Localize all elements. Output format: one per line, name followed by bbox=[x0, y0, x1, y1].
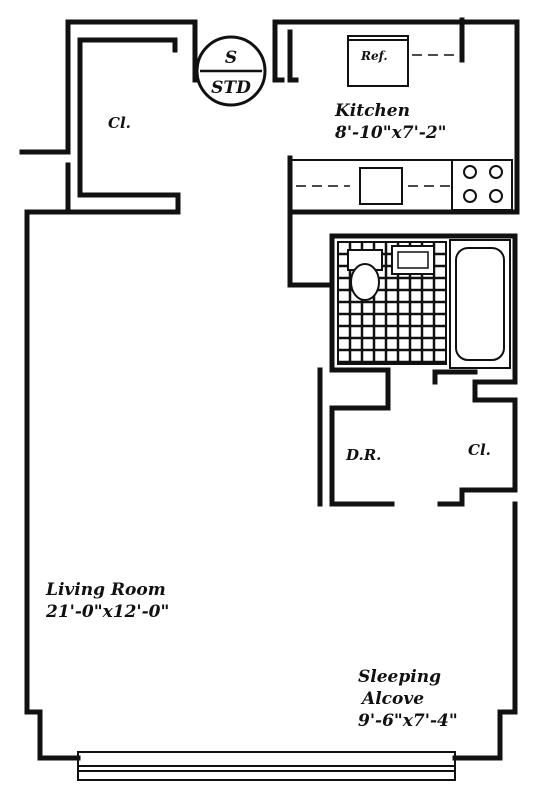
closet-right-label: Cl. bbox=[468, 441, 491, 459]
dining-room-label: D.R. bbox=[345, 446, 381, 464]
kitchen-dims: 8'-10"x7'-2" bbox=[334, 123, 447, 143]
kitchen-counter bbox=[289, 159, 453, 213]
sink bbox=[391, 245, 435, 275]
bathtub bbox=[449, 239, 511, 369]
badge-top: S bbox=[225, 48, 237, 68]
stove bbox=[451, 159, 513, 211]
closet-left-label: Cl. bbox=[108, 114, 131, 132]
living-room-label: Living Room bbox=[45, 580, 166, 600]
alcove-label: Alcove bbox=[360, 689, 424, 709]
refrigerator-label: Ref. bbox=[360, 49, 388, 63]
refrigerator bbox=[347, 35, 458, 87]
unit-badge: S STD bbox=[195, 35, 267, 107]
living-room-dims: 21'-0"x12'-0" bbox=[45, 602, 169, 622]
kitchen-label: Kitchen bbox=[334, 101, 410, 121]
toilet bbox=[347, 249, 383, 301]
badge-bottom: STD bbox=[211, 78, 251, 98]
window bbox=[77, 751, 456, 781]
alcove-dims: 9'-6"x7'-4" bbox=[358, 711, 458, 731]
sleeping-label: Sleeping bbox=[358, 667, 441, 687]
